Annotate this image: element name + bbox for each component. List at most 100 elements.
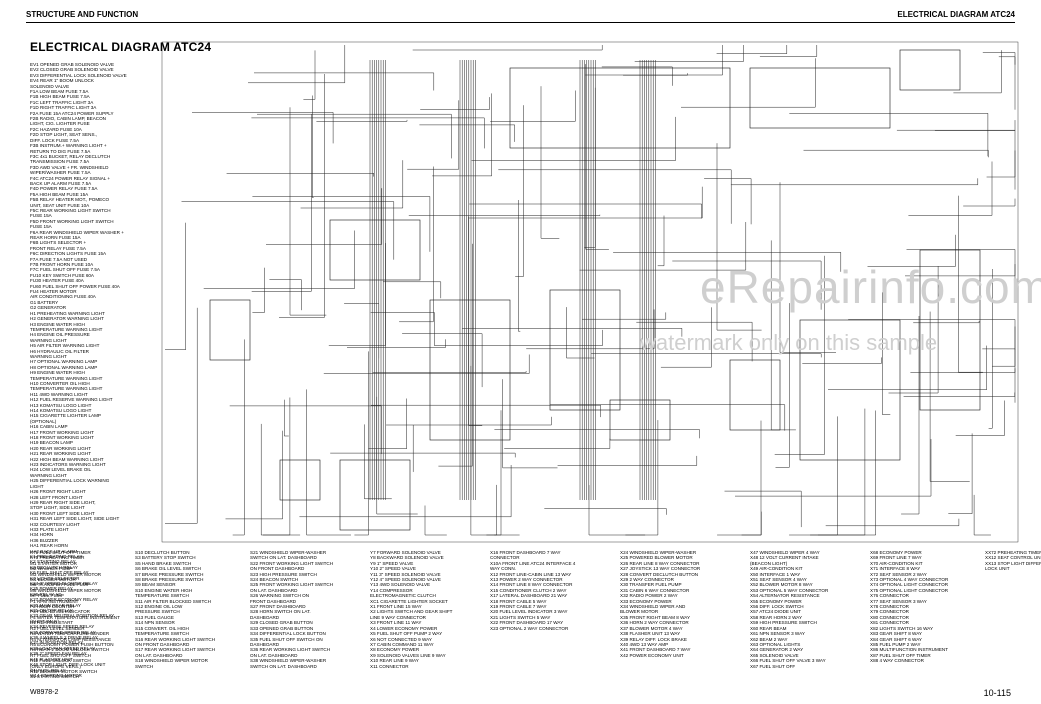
wire	[165, 222, 186, 350]
wire	[494, 429, 700, 439]
legend-entry: X54 ALTERNATOR RESISTANCE	[750, 593, 820, 599]
legend-entry: S16 REAR WORKING LIGHT SWITCH	[135, 636, 216, 642]
wire	[660, 307, 712, 368]
wire	[518, 200, 521, 332]
legend-entry: H16 CABIN LAMP	[30, 424, 68, 430]
wire	[344, 303, 380, 359]
legend-entry: F4C ATC24 POWER RELAY SIGNAL +	[30, 175, 111, 181]
wire	[383, 281, 442, 299]
legend-entry: TEMPERATURE SWITCH	[135, 593, 189, 599]
legend-entry: K34 REVERSE SPEED RELAY	[30, 624, 95, 630]
wire	[759, 45, 818, 57]
legend-entry: K6 FUEL SHUT OFF RELAY	[30, 570, 89, 576]
wire	[988, 269, 993, 429]
wire	[312, 95, 314, 198]
legend-entry: K45 FLASHER UNIT	[30, 656, 73, 662]
wire	[825, 518, 960, 527]
legend-entry: X56 DIFF. LOCK SWITCH	[750, 604, 804, 610]
legend-entry: S35 FUEL SHUT OFF SWITCH ON	[250, 636, 323, 642]
legend-entry: S8 BRAKE PRESSURE SWITCH	[135, 577, 204, 583]
legend-entry: S34 DIFFERENTIAL LOCK BUTTON	[250, 631, 326, 637]
legend-entry: X75 OPTIONAL LIGHT CONNECTOR	[870, 587, 949, 593]
legend-entry: S24 BEACON SWITCH	[250, 577, 299, 583]
legend-entry: X55 ECONOMY POWER	[750, 598, 802, 604]
legend-entry: F5C REAR WORKING LIGHT SWITCH	[30, 207, 111, 213]
wire	[323, 354, 530, 374]
legend-entry: F3D AWD VALVE + FR. WINDSHIELD	[30, 164, 109, 170]
legend-entry: WARNING LIGHT	[30, 353, 67, 359]
watermark-note: watermark only on this sample	[640, 330, 938, 355]
wire	[770, 240, 796, 431]
wire	[579, 222, 747, 271]
legend-entry: F7B FRONT HORN FUSE 10A	[30, 262, 94, 268]
wire	[672, 260, 822, 310]
wire	[316, 119, 408, 122]
wire	[330, 452, 516, 458]
wire	[252, 196, 431, 252]
wire	[818, 410, 876, 536]
legend-entry: X86 MULTIFUNCTION INSTRUMENT	[870, 647, 949, 653]
wire	[306, 389, 351, 536]
legend-entry: FRONT RELAY FUSE 7.5A	[30, 245, 86, 251]
legend-entry: TEMPERATURE WARNING LIGHT	[30, 326, 103, 332]
legend-entry: F1A LOW BEAM FUSE 7.5A	[30, 89, 89, 95]
legend-entry: X42 POWER ECONOMY UNIT	[620, 652, 684, 658]
wire	[789, 416, 838, 536]
legend-entry: X88 4 WAY CONNECTOR	[870, 658, 924, 664]
wire	[913, 321, 980, 324]
legend-entry: S10 DECLUTCH BUTTON	[135, 550, 190, 555]
legend-entry: X72 SEAT SENSOR 2 WAY	[870, 571, 927, 577]
legend-entry: H32 COURTESY LIGHT	[30, 521, 80, 527]
legend-entry: Y8 BACKWARD SOLENOID VALVE	[370, 555, 444, 561]
legend-entry: S17 REAR WORKING LIGHT SWITCH	[135, 647, 216, 653]
wire	[299, 465, 512, 518]
legend-entry: X85 FUEL PUMP 2 WAY	[870, 641, 921, 647]
wire	[625, 420, 659, 536]
wire	[544, 508, 667, 515]
legend-entry: Y10 2" SPEED VALVE	[370, 566, 416, 572]
legend-entry: X68 ECONOMY POWER	[870, 550, 922, 555]
legend-entry: AIR CONDITIONING FUSE 40A	[30, 294, 96, 300]
legend-entry: H2 GENERATOR WARNING LIGHT	[30, 316, 104, 322]
legend-entry: X4 LOWER ECONOMY POWER	[370, 625, 438, 631]
wire	[803, 149, 989, 158]
legend-entry: F2A FUSE 15A ATC24 POWER SUPPLY	[30, 110, 114, 116]
legend-entry: K27 POWER ECONOMY RELAY	[30, 597, 98, 603]
legend-entry: X60 REAR BEAM	[750, 625, 787, 631]
legend-entry: X82 LIGHTS SWITCH 16 WAY	[870, 625, 934, 631]
legend-entry: SWITCH ON LAT. DASHBOARD	[250, 663, 317, 669]
legend-entry: H18 FRONT WORKING LIGHT	[30, 435, 94, 441]
legend-column: S21 WINDSHIELD WIPER-WASHER SWITCH ON LA…	[250, 550, 368, 669]
legend-entry: S21 WINDSHIELD WIPER-WASHER	[250, 550, 327, 555]
legend-entry: XX72 PREHEATING TIMER	[985, 550, 1041, 555]
wire	[232, 339, 245, 536]
legend-entry: TEMPERATURE WARNING LIGHT	[30, 386, 103, 392]
legend-entry: S36 REAR WORKING LIGHT SWITCH	[250, 647, 331, 653]
wire	[585, 64, 609, 250]
wire	[557, 455, 698, 466]
legend-entry: X57 ATC24 DIODE UNIT	[750, 609, 801, 615]
legend-entry: X32 RADIO POWER 2 WAY	[620, 593, 678, 599]
legend-entry: F5B RELAY HEATER MOT., POMECO	[30, 197, 110, 203]
legend-entry: X12 FRONT LINE-CABIN LINE 13 WAY	[490, 571, 572, 577]
legend-entry: R6 REAR 1"BOOM UNLOCK SWITCH	[30, 647, 110, 653]
wire	[486, 484, 497, 536]
wire	[582, 312, 667, 320]
wire	[982, 348, 1016, 403]
wire	[566, 307, 595, 359]
legend-entry: F5D FRONT WORKING LIGHT SWITCH	[30, 218, 114, 224]
legend-entry: F6B LIGHTS SELECTOR +	[30, 240, 87, 246]
wire	[775, 303, 790, 468]
wire	[502, 379, 558, 469]
legend-entry: K31 ON/OFF RELAY	[30, 608, 73, 614]
legend-entry: X15 CONDITIONER CLUTCH 2 WAY	[490, 587, 567, 593]
legend-entry: TEMPERATURE WARNING LIGHT	[30, 375, 103, 381]
legend-entry: X25 POWERED BLOWER MOTOR	[620, 555, 693, 561]
legend-entry: F7C FUEL SHUT OFF FUSE 7.5A	[30, 267, 100, 273]
legend-entry: H20 REAR WORKING LIGHT	[30, 445, 92, 451]
legend-entry: EV2 CLOSED GRAB SOLENOID VALVE	[30, 67, 114, 73]
wire	[412, 45, 603, 51]
wire	[303, 50, 316, 100]
legend-entry: LOCK UNIT	[985, 566, 1010, 572]
wire	[289, 107, 327, 316]
